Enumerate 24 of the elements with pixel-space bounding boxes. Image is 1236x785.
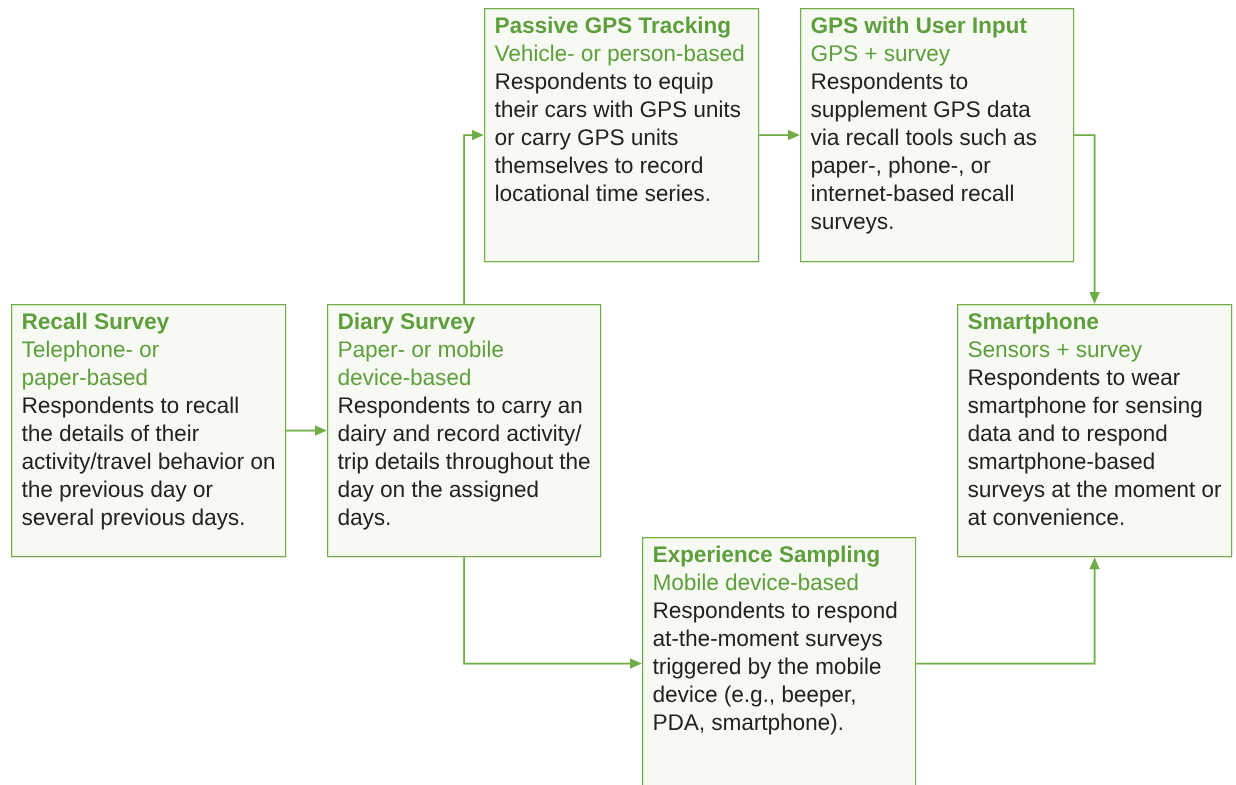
process-box: [11, 304, 287, 558]
box-subtitle: Vehicle- or person-based: [494, 44, 744, 66]
box-subtitle: Mobile device-based: [654, 573, 858, 591]
box-description: Respondents to wear smartphone for sensing data and to respond smartphone-based surveys at the moment or at convenience.: [968, 368, 1222, 526]
box-title: Diary Survey: [339, 312, 476, 334]
box-title: Experience Sampling: [654, 545, 879, 567]
box-description: Respondents to carry an dairy and record activity/ trip details throughout the day on the assigned days.: [337, 396, 590, 530]
process-box: [642, 537, 917, 785]
box-description: Respondents to recall the details of their activity/travel behavior on the previous day or several previous days.: [21, 396, 274, 530]
box-subtitle: Telephone- or paper-based: [22, 340, 159, 390]
box-title: GPS with User Input: [811, 16, 1027, 38]
box-description: Respondents to equip their cars with GPS units or carry GPS units themselves to record locational time series.: [494, 72, 741, 202]
process-box: [800, 8, 1075, 263]
box-subtitle: Paper- or mobile device-based: [338, 340, 503, 386]
box-title: Recall Survey: [23, 312, 170, 334]
box-title: Passive GPS Tracking: [496, 16, 730, 38]
process-box: [957, 304, 1233, 558]
process-box: [327, 304, 602, 558]
box-subtitle: Sensors + survey: [968, 341, 1142, 362]
box-description: Respondents to respond at-the-moment surveys triggered by the mobile device (e.g., beeper, PDA, smartphone).: [652, 601, 897, 735]
process-box: [484, 8, 760, 263]
box-title: Smartphone: [968, 312, 1099, 334]
box-description: Respondents to supplement GPS data via recall tools such as paper-, phone-, or internet-based recall surveys.: [810, 72, 1037, 234]
box-subtitle: GPS + survey: [811, 45, 950, 66]
